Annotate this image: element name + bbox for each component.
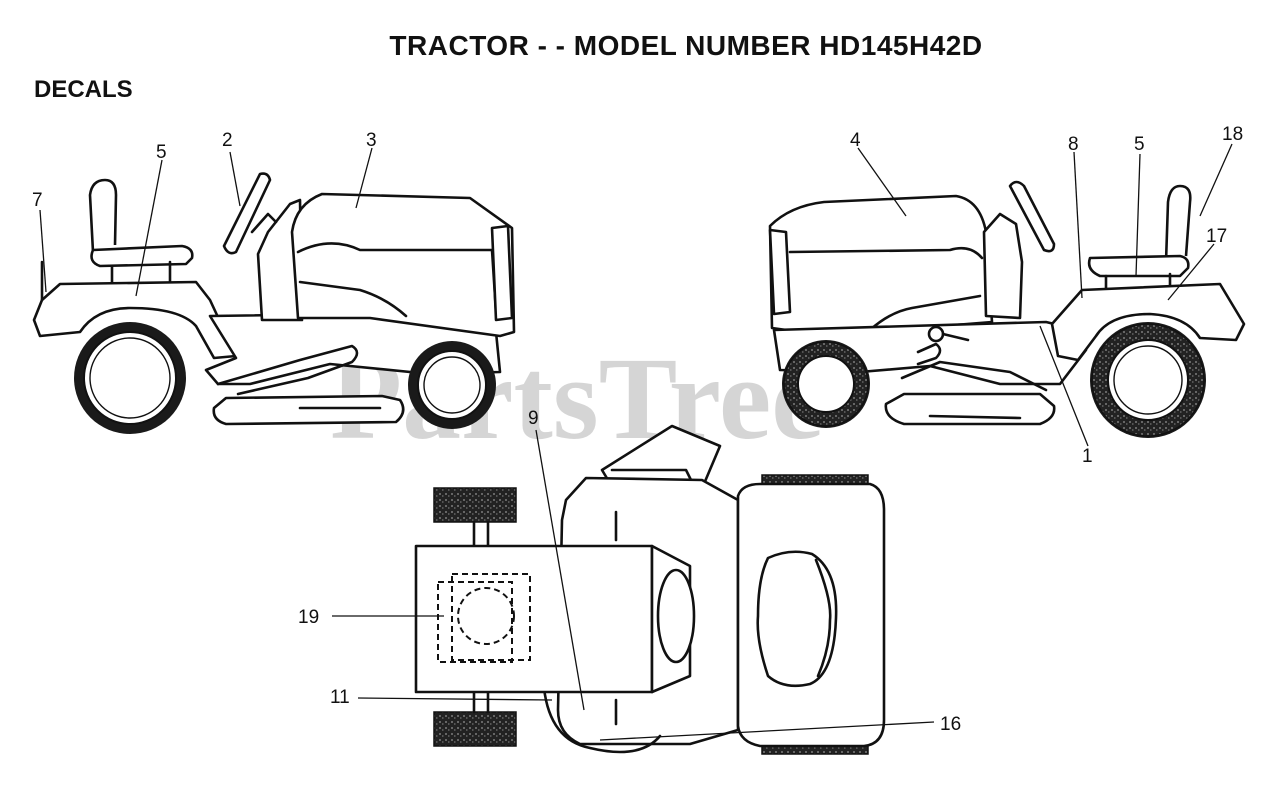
leader-lines (39, 143, 1233, 741)
callout-5-left: 5 (156, 142, 167, 163)
callout-17: 17 (1206, 226, 1227, 247)
section-heading: DECALS (34, 76, 133, 103)
tractor-right-side-view (768, 180, 1246, 438)
callout-labels: 2 5 3 7 4 8 5 18 17 1 9 19 11 16 (32, 124, 1243, 735)
diagram-title: TRACTOR - - MODEL NUMBER HD145H42D (389, 30, 983, 61)
callout-11: 11 (330, 687, 350, 708)
callout-5-right: 5 (1134, 134, 1145, 155)
callout-3: 3 (366, 130, 377, 151)
tractor-left-side-view (32, 172, 516, 434)
callout-7: 7 (32, 190, 43, 211)
callout-2: 2 (222, 130, 233, 151)
callout-1: 1 (1082, 446, 1093, 467)
callout-4: 4 (850, 130, 861, 151)
callout-8: 8 (1068, 134, 1079, 155)
tractor-top-view (414, 424, 886, 755)
callout-9: 9 (528, 408, 539, 429)
callout-19: 19 (298, 607, 319, 628)
callout-18: 18 (1222, 124, 1243, 145)
callout-16: 16 (940, 714, 961, 735)
